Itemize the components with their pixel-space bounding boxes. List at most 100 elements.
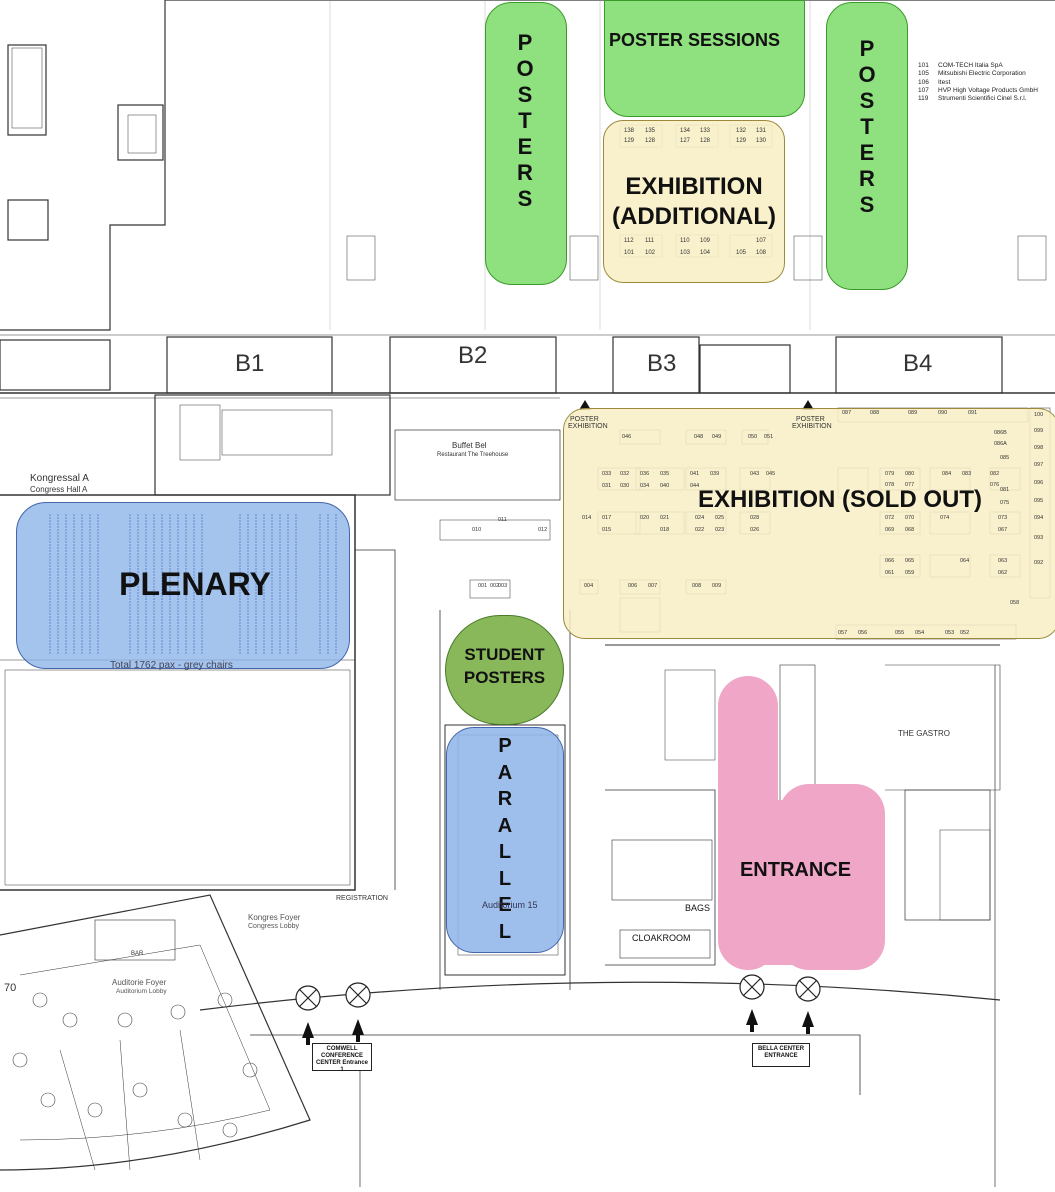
comwell-entrance-box[interactable]: COMWELL CONFERENCE CENTER Entrance 1 xyxy=(312,1043,372,1073)
booth-number[interactable]: 024 xyxy=(695,515,705,521)
booth-number[interactable]: 057 xyxy=(838,630,848,636)
booth-number[interactable]: 091 xyxy=(968,410,978,416)
booth-number[interactable]: 128 xyxy=(645,138,656,144)
booth-number[interactable]: 073 xyxy=(998,515,1008,521)
booth-number[interactable]: 093 xyxy=(1034,535,1044,541)
booth-number[interactable]: 083 xyxy=(962,471,972,477)
booth-number[interactable]: 044 xyxy=(690,483,700,489)
booth-number[interactable]: 094 xyxy=(1034,515,1044,521)
booth-number[interactable]: 101 xyxy=(624,250,635,256)
booth-number[interactable]: 020 xyxy=(640,515,650,521)
booth-number[interactable]: 097 xyxy=(1034,462,1044,468)
booth-number[interactable]: 095 xyxy=(1034,498,1044,504)
posters-left-zone[interactable] xyxy=(485,2,567,285)
booth-number[interactable]: 127 xyxy=(680,138,691,144)
booth-number[interactable]: 026 xyxy=(750,527,760,533)
parallel-zone[interactable] xyxy=(446,727,564,953)
booth-number[interactable]: 015 xyxy=(602,527,612,533)
booth-number[interactable]: 090 xyxy=(938,410,948,416)
booth-number[interactable]: 132 xyxy=(736,128,747,134)
booth-number[interactable]: 006 xyxy=(628,583,638,589)
booth-number[interactable]: 110 xyxy=(680,238,690,244)
booth-number[interactable]: 104 xyxy=(700,250,711,256)
booth-number[interactable]: 103 xyxy=(680,250,691,256)
booth-number[interactable]: 079 xyxy=(885,471,895,477)
booth-number[interactable]: 009 xyxy=(712,583,722,589)
booth-number[interactable]: 100 xyxy=(1034,412,1044,418)
booth-number[interactable]: 064 xyxy=(960,558,970,564)
booth-number[interactable]: 096 xyxy=(1034,480,1044,486)
booth-number[interactable]: 075 xyxy=(1000,500,1010,506)
booth-number[interactable]: 111 xyxy=(645,238,655,244)
booth-number[interactable]: 031 xyxy=(602,483,612,489)
booth-number[interactable]: 039 xyxy=(710,471,720,477)
plenary-zone[interactable] xyxy=(16,502,350,669)
exhibition-additional-zone[interactable] xyxy=(603,120,785,283)
booth-number[interactable]: 035 xyxy=(660,471,670,477)
booth-number[interactable]: 007 xyxy=(648,583,658,589)
exhibition-main-zone[interactable] xyxy=(563,408,1055,639)
booth-number[interactable]: 086B xyxy=(994,430,1007,436)
booth-number[interactable]: 085 xyxy=(1000,455,1010,461)
booth-number[interactable]: 067 xyxy=(998,527,1008,533)
booth-number[interactable]: 135 xyxy=(645,128,656,134)
booth-number[interactable]: 055 xyxy=(895,630,905,636)
booth-number[interactable]: 012 xyxy=(538,527,548,533)
booth-number[interactable]: 077 xyxy=(905,482,915,488)
booth-number[interactable]: 134 xyxy=(680,128,691,134)
booth-number[interactable]: 061 xyxy=(885,570,895,576)
booth-number[interactable]: 045 xyxy=(766,471,776,477)
booth-number[interactable]: 107 xyxy=(756,238,767,244)
booth-number[interactable]: 082 xyxy=(990,471,1000,477)
booth-number[interactable]: 030 xyxy=(620,483,630,489)
booth-number[interactable]: 070 xyxy=(905,515,915,521)
bella-entrance-box[interactable]: BELLA CENTER ENTRANCE xyxy=(752,1043,810,1067)
booth-number[interactable]: 072 xyxy=(885,515,895,521)
booth-number[interactable]: 059 xyxy=(905,570,915,576)
booth-number[interactable]: 004 xyxy=(584,583,594,589)
booth-number[interactable]: 086A xyxy=(994,441,1007,447)
booth-number[interactable]: 040 xyxy=(660,483,670,489)
booth-number[interactable]: 130 xyxy=(756,138,767,144)
booth-number[interactable]: 102 xyxy=(645,250,656,256)
booth-number[interactable]: 018 xyxy=(660,527,670,533)
booth-number[interactable]: 036 xyxy=(640,471,650,477)
booth-number[interactable]: 053 xyxy=(945,630,955,636)
booth-number[interactable]: 076 xyxy=(990,482,1000,488)
booth-number[interactable]: 052 xyxy=(960,630,970,636)
booth-number[interactable]: 062 xyxy=(998,570,1008,576)
booth-number[interactable]: 011 xyxy=(498,517,507,523)
booth-number[interactable]: 046 xyxy=(622,434,632,440)
booth-number[interactable]: 099 xyxy=(1034,428,1044,434)
booth-number[interactable]: 050 xyxy=(748,434,758,440)
booth-number[interactable]: 008 xyxy=(692,583,702,589)
booth-number[interactable]: 098 xyxy=(1034,445,1044,451)
booth-number[interactable]: 080 xyxy=(905,471,915,477)
booth-number[interactable]: 049 xyxy=(712,434,722,440)
booth-number[interactable]: 048 xyxy=(694,434,704,440)
booth-number[interactable]: 010 xyxy=(472,527,482,533)
booth-number[interactable]: 017 xyxy=(602,515,612,521)
student-posters-zone[interactable] xyxy=(445,615,564,725)
booth-number[interactable]: 087 xyxy=(842,410,852,416)
booth-number[interactable]: 128 xyxy=(700,138,711,144)
booth-number[interactable]: 088 xyxy=(870,410,880,416)
booth-number[interactable]: 033 xyxy=(602,471,612,477)
booth-number[interactable]: 129 xyxy=(736,138,747,144)
poster-sessions-zone[interactable] xyxy=(604,0,805,117)
booth-number[interactable]: 069 xyxy=(885,527,895,533)
booth-number[interactable]: 068 xyxy=(905,527,915,533)
booth-number[interactable]: 025 xyxy=(715,515,725,521)
booth-number[interactable]: 092 xyxy=(1034,560,1044,566)
booth-number[interactable]: 138 xyxy=(624,128,635,134)
booth-number[interactable]: 109 xyxy=(700,238,711,244)
booth-number[interactable]: 056 xyxy=(858,630,868,636)
posters-right-zone[interactable] xyxy=(826,2,908,290)
booth-number[interactable]: 014 xyxy=(582,515,592,521)
booth-number[interactable]: 051 xyxy=(764,434,774,440)
booth-number[interactable]: 105 xyxy=(736,250,747,256)
booth-number[interactable]: 084 xyxy=(942,471,952,477)
booth-number[interactable]: 065 xyxy=(905,558,915,564)
booth-number[interactable]: 023 xyxy=(715,527,725,533)
booth-number[interactable]: 003 xyxy=(498,583,508,589)
